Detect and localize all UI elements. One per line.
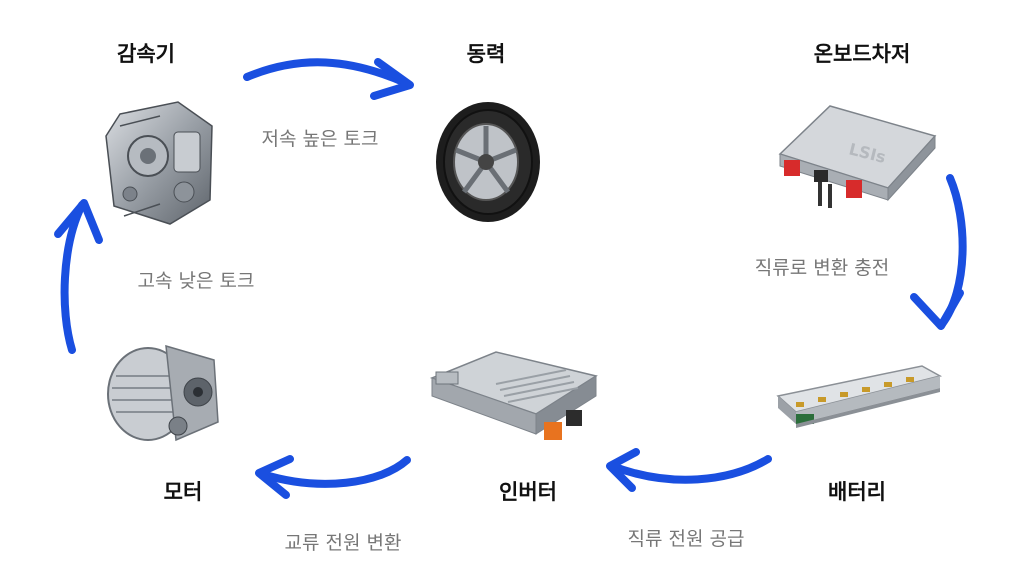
inverter-title: 인버터 (499, 480, 557, 504)
arrowhead-reducer-to-power (370, 58, 414, 100)
motor-image (107, 344, 219, 442)
power-title: 동력 (466, 42, 506, 66)
tire-image (436, 102, 540, 222)
arrowhead-inverter-to-motor (255, 455, 294, 499)
charger-to-battery-label: 직류로 변환 충전 (754, 257, 890, 279)
motor-title: 모터 (163, 480, 203, 504)
arrow-inverter-to-motor (258, 456, 411, 488)
arrow-reducer-to-power (243, 58, 412, 88)
battery-to-inverter-label: 직류 전원 공급 (627, 528, 745, 550)
arrowhead-charger-to-battery (910, 289, 964, 330)
inverter-to-motor-label: 교류 전원 변환 (284, 532, 402, 554)
reducer-title: 감속기 (117, 42, 175, 66)
battery-image (776, 365, 943, 428)
inverter-image (429, 351, 598, 440)
arrowhead-motor-to-reducer (54, 199, 103, 244)
battery-title: 배터리 (828, 480, 886, 504)
motor-to-reducer-label: 고속 낮은 토크 (137, 270, 255, 292)
charger-title: 온보드차저 (813, 42, 911, 66)
arrow-motor-to-reducer (60, 201, 86, 354)
arrowhead-battery-to-inverter (606, 448, 640, 492)
reducer-to-power-label: 저속 높은 토크 (261, 128, 379, 150)
arrow-battery-to-inverter (608, 455, 772, 484)
charger-image: LSIs (778, 105, 937, 208)
reducer-image (105, 101, 213, 225)
